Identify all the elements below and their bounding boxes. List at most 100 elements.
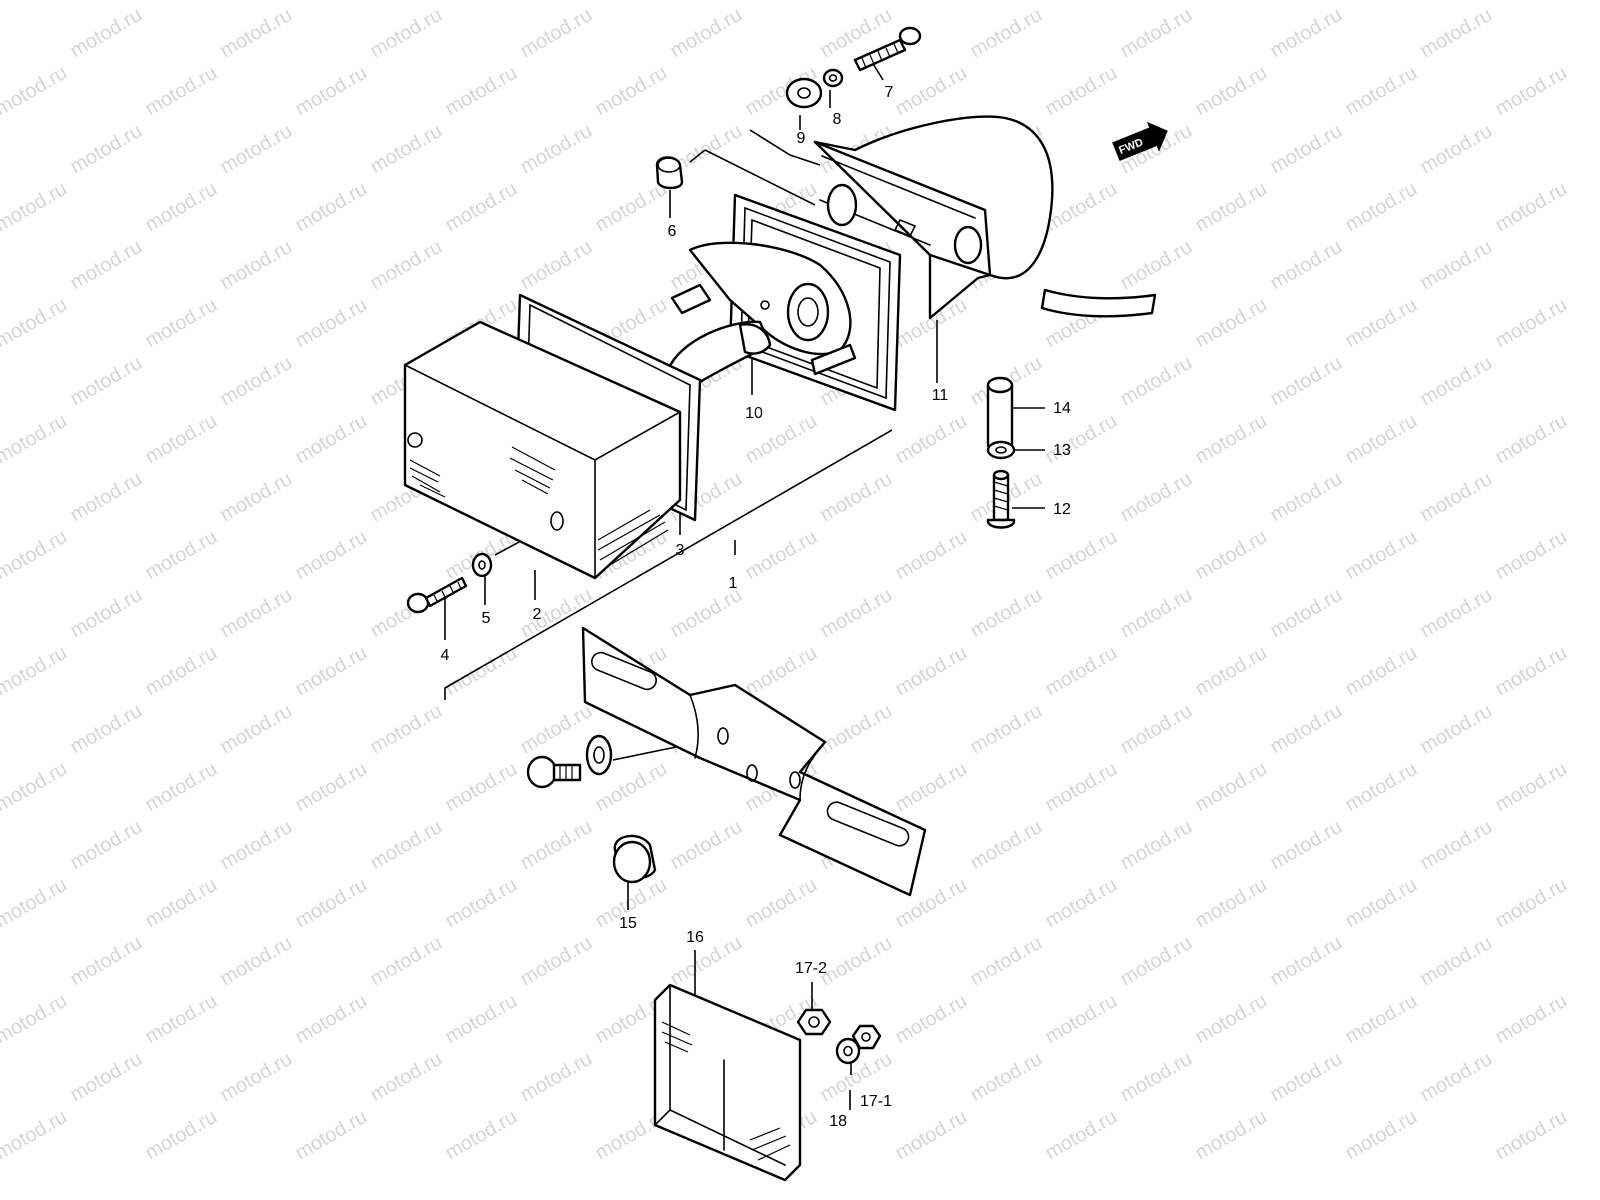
watermark-text: motod.ru (1042, 642, 1121, 701)
watermark-text: motod.ru (1192, 758, 1271, 817)
watermark-text: motod.ru (217, 120, 296, 179)
watermark-text: motod.ru (292, 62, 371, 121)
callout-5: 5 (482, 610, 491, 627)
watermark-text: motod.ru (67, 932, 146, 991)
watermark-text: motod.ru (1042, 990, 1121, 1049)
bracket-bolt (526, 755, 582, 789)
part-14-spacer (986, 376, 1014, 452)
watermark-text: motod.ru (1042, 758, 1121, 817)
watermark-text: motod.ru (817, 584, 896, 643)
watermark-text: motod.ru (517, 4, 596, 63)
part-16-reflector (653, 983, 802, 1182)
watermark-text: motod.ru (0, 874, 71, 933)
callout-13: 13 (1053, 442, 1071, 459)
watermark-text: motod.ru (967, 932, 1046, 991)
watermark-text: motod.ru (1267, 1048, 1346, 1107)
watermark-text: motod.ru (817, 932, 896, 991)
watermark-text: motod.ru (817, 468, 896, 527)
watermark-text: motod.ru (892, 410, 971, 469)
watermark-text: motod.ru (517, 1048, 596, 1107)
watermark-text: motod.ru (292, 642, 371, 701)
watermark-text: motod.ru (367, 816, 446, 875)
watermark-text: motod.ru (0, 758, 71, 817)
watermark-text: motod.ru (217, 236, 296, 295)
part-12-bolt (986, 469, 1016, 529)
watermark-text: motod.ru (142, 178, 221, 237)
watermark-text: motod.ru (292, 294, 371, 353)
watermark-text: motod.ru (667, 932, 746, 991)
watermark-text: motod.ru (1117, 700, 1196, 759)
watermark-text: motod.ru (217, 932, 296, 991)
watermark-text: motod.ru (1117, 352, 1196, 411)
watermark-text: motod.ru (367, 932, 446, 991)
watermark-text: motod.ru (142, 294, 221, 353)
watermark-text: motod.ru (1492, 642, 1571, 701)
watermark-text: motod.ru (1042, 526, 1121, 585)
watermark-text: motod.ru (292, 874, 371, 933)
watermark-text: motod.ru (892, 642, 971, 701)
watermark-text: motod.ru (1417, 120, 1496, 179)
watermark-text: motod.ru (1417, 236, 1496, 295)
callout-17-1: 17-1 (860, 1093, 892, 1110)
part-11-lamp-housing (813, 115, 1157, 320)
watermark-text: motod.ru (1192, 62, 1271, 121)
watermark-text: motod.ru (217, 584, 296, 643)
watermark-text: motod.ru (667, 584, 746, 643)
callout-17-2: 17-2 (795, 960, 827, 977)
watermark-text: motod.ru (0, 62, 71, 121)
watermark-text: motod.ru (1192, 526, 1271, 585)
callout-12: 12 (1053, 501, 1071, 518)
watermark-text: motod.ru (1042, 410, 1121, 469)
watermark-text: motod.ru (442, 62, 521, 121)
watermark-text: motod.ru (1117, 236, 1196, 295)
watermark-text: motod.ru (67, 4, 146, 63)
part-7-screw (853, 26, 922, 72)
watermark-text: motod.ru (1267, 236, 1346, 295)
watermark-text: motod.ru (667, 4, 746, 63)
watermark-text: motod.ru (1492, 294, 1571, 353)
watermark-text: motod.ru (1192, 990, 1271, 1049)
watermark-text: motod.ru (292, 758, 371, 817)
watermark-text: motod.ru (142, 1106, 221, 1165)
watermark-text: motod.ru (142, 642, 221, 701)
watermark-text: motod.ru (742, 642, 821, 701)
watermark-text: motod.ru (292, 410, 371, 469)
watermark-text: motod.ru (742, 526, 821, 585)
callout-9: 9 (797, 130, 806, 147)
watermark-text: motod.ru (142, 874, 221, 933)
callout-4: 4 (441, 647, 450, 664)
watermark-text: motod.ru (1042, 874, 1121, 933)
watermark-text: motod.ru (442, 758, 521, 817)
part-15-plug (612, 834, 657, 884)
watermark-text: motod.ru (892, 526, 971, 585)
watermark-text: motod.ru (67, 120, 146, 179)
watermark-text: motod.ru (1342, 990, 1421, 1049)
watermark-text: motod.ru (892, 990, 971, 1049)
watermark-text: motod.ru (1267, 4, 1346, 63)
watermark-text: motod.ru (1267, 700, 1346, 759)
watermark-text: motod.ru (367, 120, 446, 179)
part-17-2-nut (796, 1008, 832, 1036)
part-5-washer (471, 552, 493, 578)
watermark-text: motod.ru (1492, 526, 1571, 585)
watermark-text: motod.ru (67, 1048, 146, 1107)
watermark-text: motod.ru (892, 1106, 971, 1165)
watermark-text: motod.ru (592, 62, 671, 121)
callout-8: 8 (833, 111, 842, 128)
watermark-text: motod.ru (1342, 410, 1421, 469)
watermark-text: motod.ru (1267, 816, 1346, 875)
watermark-text: motod.ru (1492, 410, 1571, 469)
watermark-text: motod.ru (1342, 62, 1421, 121)
watermark-text: motod.ru (1492, 178, 1571, 237)
watermark-text: motod.ru (1342, 178, 1421, 237)
watermark-text: motod.ru (67, 352, 146, 411)
watermark-text: motod.ru (1192, 874, 1271, 933)
watermark-text: motod.ru (1492, 758, 1571, 817)
part-13-washer (986, 440, 1016, 460)
watermark-text: motod.ru (367, 1048, 446, 1107)
part-2-lens (403, 320, 682, 580)
watermark-text: motod.ru (667, 816, 746, 875)
watermark-text: motod.ru (1417, 1048, 1496, 1107)
